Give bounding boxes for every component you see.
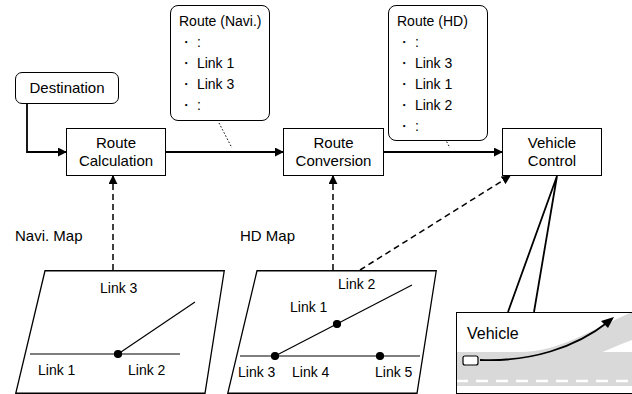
callout-tail [508,176,557,312]
node-text: ・ : [397,116,479,137]
node-text: ・ Link 2 [397,95,479,116]
process-box: Route Calculation [66,128,166,176]
flow-arrow [384,151,502,153]
node-text: ・ Link 1 [397,74,479,95]
map-reference-arrow [360,176,510,270]
node-text: Route (HD) [397,11,479,32]
map-title: HD Map [240,228,295,244]
node-text: ・ Link 1 [179,53,261,74]
map-title: Navi. Map [15,228,83,244]
hd-map-links [240,285,420,360]
node-text: Route Calculation [75,134,157,170]
link-label: Vehicle [467,325,519,342]
route-list: Route (Navi.)・ :・ Link 1・ Link 3・ : [170,5,270,121]
link-label: Link 5 [375,364,412,380]
node-text: ・ Link 3 [397,53,479,74]
map-sheet: Navi. MapLink 3Link 1Link 2 [15,270,225,394]
link-label: Link 2 [338,276,375,292]
navi-map-links [30,302,195,358]
node-text: ・ : [179,32,261,53]
input-box: Destination [15,72,119,104]
flow-arrow [166,151,283,153]
node-text: Route Conversion [292,134,375,170]
node-text: Route (Navi.) [179,11,261,32]
scene-panel: Vehicle [456,312,632,394]
flow-arrow [27,104,66,152]
process-box: Vehicle Control [502,128,602,176]
link-label: Link 3 [100,280,137,296]
link-label: Link 2 [128,362,165,378]
road-scene [456,312,632,386]
map-reference-arrow [332,176,334,270]
map-reference-arrow [112,176,114,270]
route-list: Route (HD)・ :・ Link 3・ Link 1・ Link 2・ : [388,5,488,141]
node-text: ・ : [179,95,261,116]
node-text: ・ : [397,32,479,53]
node-text: ・ Link 3 [179,74,261,95]
link-label: Link 4 [292,364,329,380]
link-label: Link 1 [290,299,327,315]
leader-line [219,123,232,148]
map-sheet: HD MapLink 2Link 1Link 3Link 4Link 5 [227,270,437,394]
link-label: Link 3 [238,364,275,380]
link-label: Link 1 [38,362,75,378]
node-text: Vehicle Control [511,134,593,170]
process-box: Route Conversion [283,128,384,176]
node-text: Destination [29,79,104,97]
